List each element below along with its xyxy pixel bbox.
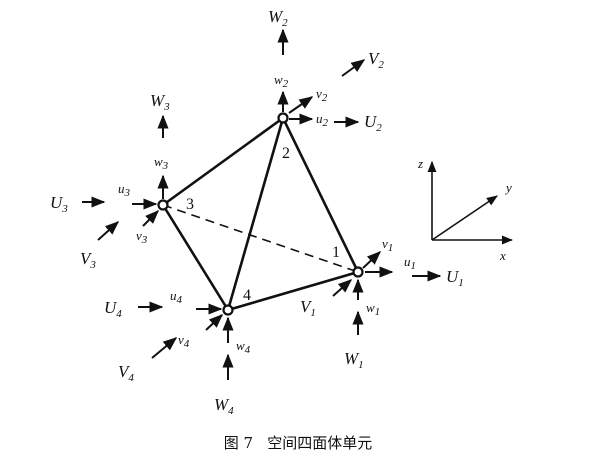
edge-3-4 bbox=[161, 203, 230, 312]
arrow-V3 bbox=[97, 221, 120, 241]
label-u4: u4 bbox=[170, 288, 183, 306]
edge-4-1 bbox=[226, 270, 360, 312]
arrow-v1 bbox=[362, 251, 382, 269]
figure-caption: 图 7 空间四面体单元 bbox=[224, 434, 373, 452]
label-V4: V4 bbox=[118, 362, 134, 384]
axis-label-z: z bbox=[417, 156, 423, 171]
arrow-V4 bbox=[151, 337, 178, 359]
edge-3-1-hidden bbox=[162, 204, 359, 273]
label-W4: W4 bbox=[214, 395, 234, 417]
node-number-3: 3 bbox=[186, 196, 194, 213]
edge-3-2 bbox=[161, 116, 285, 207]
label-v4: v4 bbox=[178, 332, 190, 350]
axis-y bbox=[431, 195, 498, 241]
label-u3: u3 bbox=[118, 181, 131, 199]
label-V2: V2 bbox=[368, 49, 384, 71]
label-v2: v2 bbox=[316, 86, 328, 104]
label-u2: u2 bbox=[316, 111, 329, 129]
node-1 bbox=[352, 266, 364, 278]
edge-2-1 bbox=[281, 116, 360, 274]
node-3 bbox=[157, 199, 169, 211]
label-v3: v3 bbox=[136, 228, 148, 246]
arrow-V2 bbox=[341, 59, 366, 77]
axis-label-x: x bbox=[499, 248, 506, 263]
label-U2: U2 bbox=[364, 112, 382, 134]
label-w3: w3 bbox=[154, 154, 169, 172]
arrow-v4 bbox=[205, 314, 224, 331]
label-u1: u1 bbox=[404, 254, 416, 272]
label-U4: U4 bbox=[104, 298, 122, 320]
label-W1: W1 bbox=[344, 349, 364, 371]
label-v1: v1 bbox=[382, 236, 393, 254]
label-V3: V3 bbox=[80, 249, 96, 271]
node-number-4: 4 bbox=[243, 287, 251, 304]
node-number-2: 2 bbox=[282, 145, 290, 162]
arrow-V1 bbox=[332, 279, 353, 297]
label-w2: w2 bbox=[274, 72, 289, 90]
label-w1: w1 bbox=[366, 300, 380, 318]
axis-label-y: y bbox=[504, 180, 512, 195]
label-U3: U3 bbox=[50, 193, 68, 215]
label-U1: U1 bbox=[446, 267, 464, 289]
arrow-v3 bbox=[142, 210, 159, 227]
arrow-v2 bbox=[288, 96, 314, 114]
node-2 bbox=[277, 112, 289, 124]
label-W3: W3 bbox=[150, 91, 170, 113]
label-V1: V1 bbox=[300, 297, 316, 319]
node-number-1: 1 bbox=[332, 244, 340, 261]
node-4 bbox=[222, 304, 234, 316]
label-w4: w4 bbox=[236, 338, 251, 356]
edge-2-4 bbox=[226, 116, 285, 312]
label-W2: W2 bbox=[268, 7, 288, 29]
